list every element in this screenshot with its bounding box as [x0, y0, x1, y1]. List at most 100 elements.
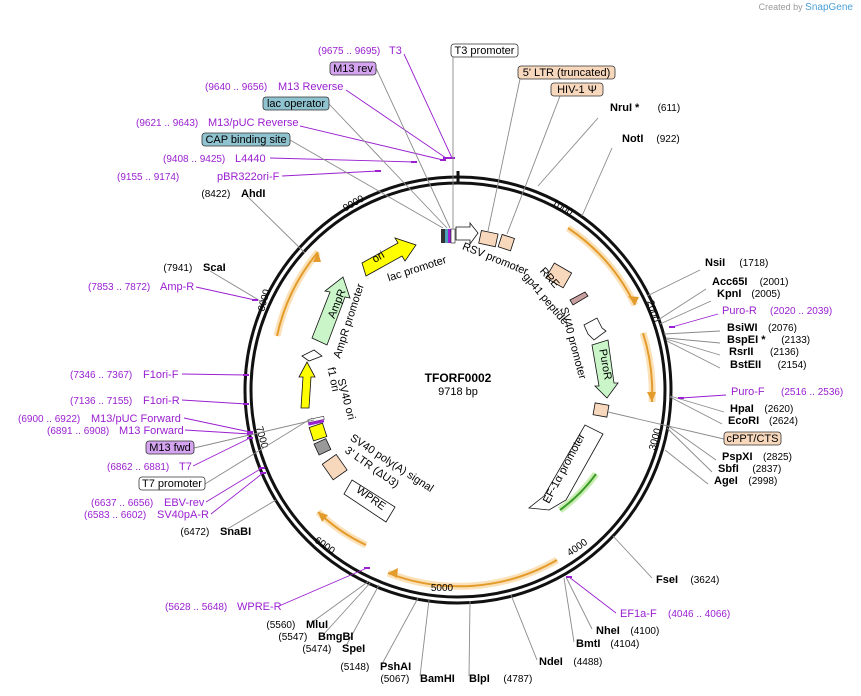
orf-arcs [273, 225, 656, 590]
enzyme-leader [209, 270, 263, 303]
feature-tag: T7 promoter [138, 476, 206, 491]
enzyme-name: BlpI [469, 673, 490, 685]
primer-name: pBR322ori-F [217, 171, 280, 183]
ltr5-feature [478, 229, 499, 248]
enzyme-label: BsiWI(2076) [727, 322, 797, 334]
primer-label: (6862 .. 6881)T7 [107, 461, 192, 473]
primer-label: (5628 .. 5648)WPRE-R [165, 601, 282, 613]
primer-name: L4440 [235, 153, 266, 165]
primer-name: F1ori-R [143, 395, 180, 407]
primer-label: (9640 .. 9656)M13 Reverse [205, 81, 343, 93]
enzyme-name: ScaI [203, 262, 226, 274]
enzyme-leader [659, 300, 712, 325]
enzyme-position: (4104) [610, 639, 639, 650]
snapgene-logo: SnapGene [805, 2, 853, 13]
enzyme-leader [468, 600, 471, 677]
feature-tag-text: cPPT/CTS [727, 433, 779, 445]
enzyme-label: BlpI(4787) [469, 673, 532, 685]
enzyme-leader [667, 425, 717, 461]
sv40-ori-feature [308, 422, 328, 442]
feature-tag: HIV-1 Ψ [550, 82, 604, 97]
orf-arc-5 [273, 249, 321, 337]
primer-leader [269, 157, 415, 163]
enzyme-label: BspEI * (2133) [727, 334, 810, 346]
feature-label-sv40-promoter: SV40 promoter [558, 306, 589, 381]
enzyme-leader [646, 269, 701, 297]
m13-rev-feature [448, 229, 451, 243]
primer-position: (6862 .. 6881) [107, 462, 169, 473]
enzyme-name: BmtI [576, 638, 600, 650]
primer-leader [205, 467, 263, 503]
feature-tag-box [329, 61, 377, 76]
primer-leader [299, 125, 444, 161]
primer-position: (2516 .. 2536) [781, 387, 843, 398]
primer-name: T3 [389, 45, 402, 57]
primer-label: (6583 .. 6602)SV40pA-R [84, 509, 209, 521]
enzyme-label: RsrII(2136) [729, 346, 799, 358]
enzyme-label: BstEII(2154) [730, 359, 807, 371]
rre-feature [545, 262, 573, 289]
enzyme-position: (7941) [163, 263, 192, 274]
primer-leader [195, 286, 256, 301]
ef1a-feature [527, 424, 604, 511]
enzyme-label: SbfI(2837) [718, 463, 781, 475]
enzyme-position: (2076) [768, 323, 797, 334]
enzyme-leader [665, 337, 721, 344]
primer-leader [568, 576, 617, 614]
enzyme-leader [666, 427, 713, 473]
feature-tag-box [723, 431, 782, 446]
enzyme-leader [665, 338, 721, 356]
feature-tag-box [550, 82, 604, 97]
tag-leader [506, 95, 561, 235]
enzyme-label: MluI(5560) [266, 619, 328, 631]
enzyme-leader [345, 584, 380, 647]
enzyme-position: (2133) [781, 335, 810, 346]
enzyme-position: (5547) [278, 632, 307, 643]
primer-name: WPRE-R [237, 601, 282, 613]
enzyme-label: AhdI(8422) [201, 188, 265, 200]
primer-leader [181, 399, 247, 405]
feature-tag-text: M13 rev [333, 63, 373, 75]
primer-label: (6637 .. 6656)EBV-rev [91, 497, 205, 509]
enzyme-name: NsiI [705, 257, 725, 269]
enzyme-position: (2825) [763, 452, 792, 463]
feature-tag-box [450, 43, 519, 58]
enzyme-position: (2620) [764, 404, 793, 415]
primer-leader [192, 437, 251, 467]
enzyme-label: ScaI (7941) [163, 262, 225, 274]
primer-leader [680, 394, 727, 399]
enzyme-position: (922) [656, 134, 679, 145]
feature-tag-text: T7 promoter [142, 478, 202, 490]
primer-position: (7136 .. 7155) [70, 396, 132, 407]
enzyme-name: BspEI * [727, 334, 766, 346]
feature-tag: 5' LTR (truncated) [517, 65, 616, 80]
enzyme-name: RsrII [729, 346, 753, 358]
ori-feature [361, 237, 417, 277]
tag-leader [487, 78, 521, 232]
tag-leader [328, 103, 448, 229]
rsv-promoter-feature [455, 221, 479, 246]
primer-labels: (9675 .. 9695)T3(9640 .. 9656)M13 Revers… [18, 45, 843, 620]
primer-position: (6637 .. 6656) [91, 498, 153, 509]
enzyme-name: NdeI [539, 656, 563, 668]
enzyme-leader [666, 340, 721, 369]
enzyme-label: PspXI(2825) [722, 451, 792, 463]
enzyme-leader [322, 581, 372, 636]
primer-position: (6891 .. 6908) [47, 426, 109, 437]
inner-features [298, 221, 619, 523]
enzyme-name: NotI [622, 133, 643, 145]
cppt-feature [592, 402, 610, 418]
enzyme-position: (4100) [630, 626, 659, 637]
primer-leader [278, 567, 368, 607]
primer-name: Amp-R [160, 281, 194, 293]
enzyme-label: BamHI(5067) [380, 673, 454, 685]
tag-leader [204, 417, 313, 485]
enzyme-position: (3624) [690, 575, 719, 586]
enzyme-label: SpeI(5474) [302, 643, 365, 655]
puroR-feature [591, 339, 619, 399]
gp41-feature [569, 291, 589, 306]
enzyme-leader [247, 196, 306, 254]
feature-tag-box [517, 65, 616, 80]
